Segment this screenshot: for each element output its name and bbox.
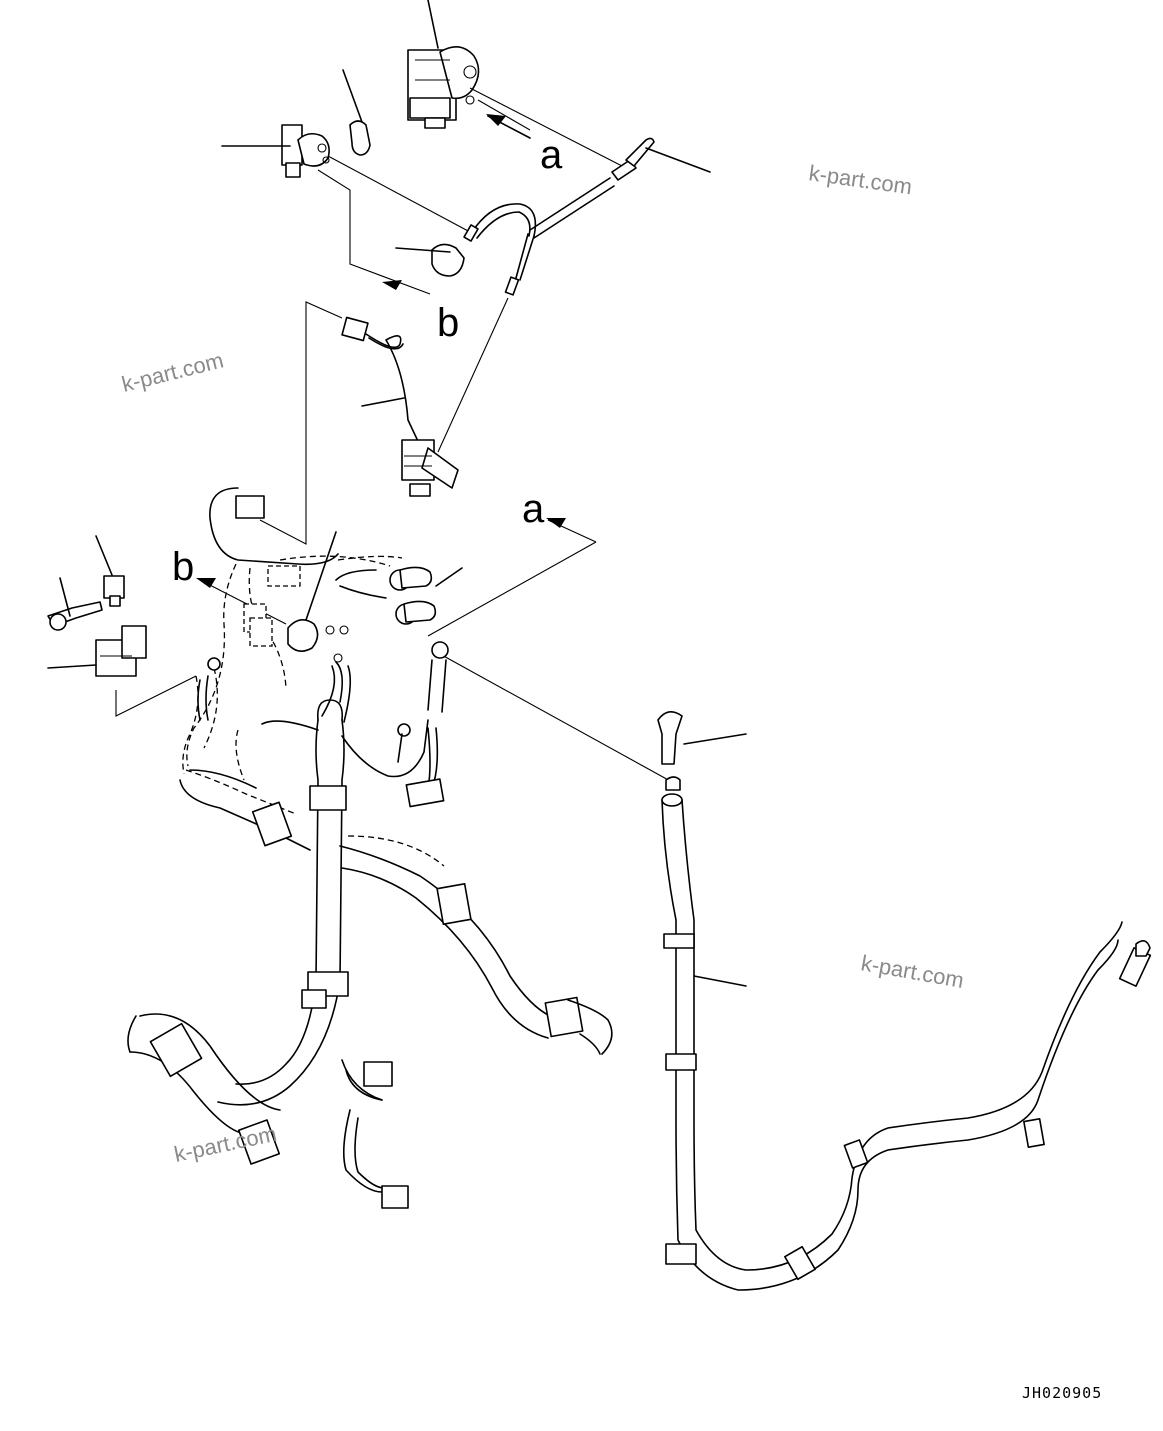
leader-line (361, 397, 405, 407)
callout-label-b-mid: b (437, 301, 459, 345)
leader-line (645, 147, 711, 173)
terminal-cap-2 (431, 243, 465, 277)
connection-line (115, 675, 197, 717)
battery-cable-top (463, 137, 655, 296)
left-relay (47, 575, 147, 677)
terminal-cap (349, 120, 371, 156)
main-harness (127, 487, 613, 1209)
callout-label-a-top: a (540, 133, 563, 177)
callout-label-a-mid: a (522, 487, 545, 531)
leader-line (59, 577, 71, 617)
watermark: k-part.com (119, 347, 226, 396)
leader-line (693, 975, 747, 987)
connection-line (437, 297, 509, 453)
callout-arrow-b-mid (382, 280, 402, 290)
drawing-code: JH020905 (1022, 1384, 1102, 1402)
connection-line (259, 301, 343, 545)
leader-line (683, 733, 747, 745)
relay-switch (281, 124, 330, 178)
watermark: k-part.com (807, 160, 913, 199)
callout-arrow-a-top (486, 114, 531, 139)
callout-arrow-b-left (196, 578, 287, 625)
callout-label-b-left: b (172, 545, 194, 589)
callout-arrow-a-mid (427, 518, 597, 637)
watermark: k-part.com (859, 950, 966, 993)
connection-line (469, 87, 623, 167)
connection-line (317, 169, 431, 295)
ground-cable (427, 641, 1152, 1291)
relay-box (341, 316, 459, 497)
leader-line (342, 69, 363, 123)
leader-line (395, 247, 451, 253)
leader-line (47, 664, 97, 669)
leader-line (95, 535, 113, 576)
battery-relay (407, 46, 480, 129)
leader-line (427, 0, 439, 49)
connection-line (327, 155, 471, 233)
connection-line (477, 99, 531, 131)
